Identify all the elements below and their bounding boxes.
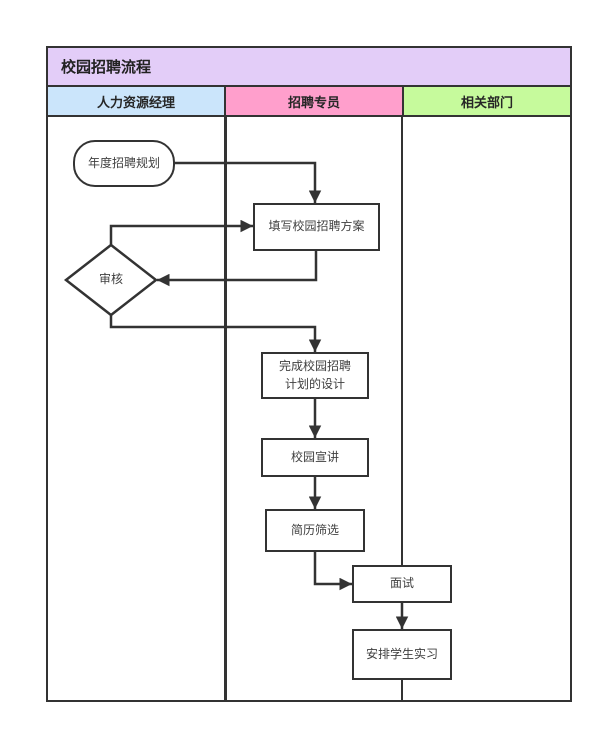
lane-divider-2	[400, 117, 403, 702]
node-resume-screening: 简历筛选	[265, 509, 365, 552]
lane-divider-1	[224, 117, 227, 702]
node-label: 审核	[98, 272, 123, 287]
lane-header-related-departments: 相关部门	[402, 85, 572, 117]
node-review-decision: 审核	[66, 245, 156, 315]
node-campus-presentation: 校园宣讲	[261, 438, 369, 477]
node-label: 面试	[389, 576, 414, 591]
node-label: 填写校园招聘方案	[268, 219, 365, 234]
node-label: 完成校园招聘 计划的设计	[278, 359, 351, 391]
lane-header-recruitment-specialist: 招聘专员	[224, 85, 404, 117]
diagram-title: 校园招聘流程	[46, 46, 572, 87]
node-complete-plan-design: 完成校园招聘 计划的设计	[261, 352, 369, 399]
node-label: 简历筛选	[290, 522, 339, 537]
node-annual-recruitment-plan: 年度招聘规划	[73, 140, 175, 187]
node-label: 安排学生实习	[365, 646, 438, 661]
node-fill-campus-recruitment-plan: 填写校园招聘方案	[253, 203, 380, 251]
node-label: 校园宣讲	[290, 449, 339, 464]
node-arrange-student-internship: 安排学生实习	[352, 629, 452, 680]
lane-header-hr-manager: 人力资源经理	[46, 85, 226, 117]
node-label: 年度招聘规划	[87, 155, 160, 170]
node-interview: 面试	[352, 565, 452, 603]
